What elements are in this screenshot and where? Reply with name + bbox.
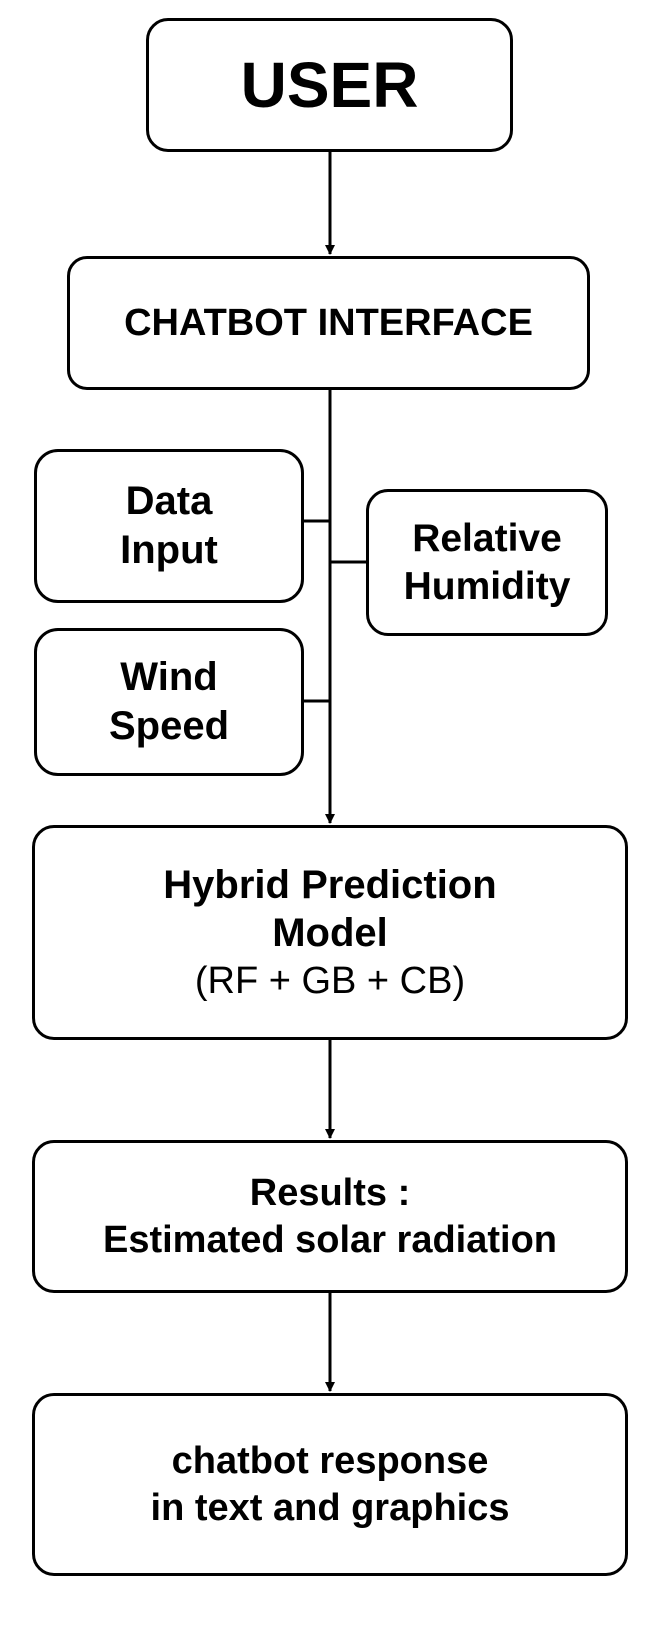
results-node: Results : Estimated solar radiation [32, 1140, 628, 1293]
wind-speed-node: Wind Speed [34, 628, 304, 776]
chatbot-interface-label: CHATBOT INTERFACE [124, 301, 533, 344]
results-label-line-2: Estimated solar radiation [102, 1218, 557, 1261]
results-label-line-1: Results : [249, 1172, 411, 1215]
user-node: USER [146, 18, 513, 152]
chatbot-response-label-line-1: chatbot response [171, 1440, 489, 1483]
chatbot-interface-node: CHATBOT INTERFACE [67, 256, 590, 390]
data-input-label-line-2: Input [120, 528, 218, 572]
hybrid-model-label-line-1: Hybrid Prediction [163, 862, 497, 907]
hybrid-model-subtitle: (RF + GB + CB) [194, 960, 466, 1003]
data-input-label-line-1: Data [125, 479, 213, 524]
wind-speed-label-line-2: Speed [108, 704, 230, 748]
data-input-node: Data Input [34, 449, 304, 603]
relative-humidity-node: Relative Humidity [366, 489, 608, 636]
wind-speed-label-line-1: Wind [120, 655, 218, 700]
hybrid-model-label-line-2: Model [272, 911, 388, 956]
user-label: USER [240, 49, 419, 121]
chatbot-response-label-line-2: in text and graphics [150, 1486, 510, 1529]
relative-humidity-label-line-1: Relative [412, 516, 562, 560]
chatbot-response-node: chatbot response in text and graphics [32, 1393, 628, 1576]
hybrid-prediction-model-node: Hybrid Prediction Model (RF + GB + CB) [32, 825, 628, 1040]
relative-humidity-label-line-2: Humidity [403, 564, 571, 608]
